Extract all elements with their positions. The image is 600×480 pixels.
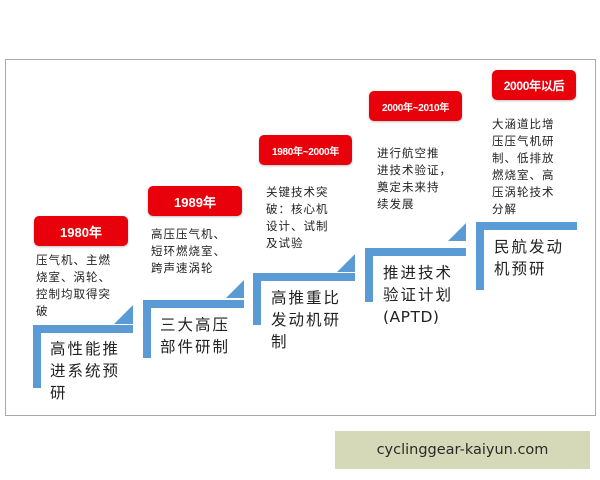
program-title-2: 三大高压 部件研制 xyxy=(160,316,231,356)
period-label: 2000年以后 xyxy=(503,78,565,93)
achievement-text-2: 高压压气机、 短环燃烧室、 跨声速涡轮 xyxy=(151,227,226,275)
program-title-3: 高推重比 发动机研 制 xyxy=(271,289,342,351)
stair-arrow-3 xyxy=(337,254,355,272)
period-badge-1980-2000: 1980年~2000年 xyxy=(259,135,352,165)
period-badge-2000-onward: 2000年以后 xyxy=(492,70,576,100)
stair-step-1-top xyxy=(33,325,133,333)
stair-step-3-top xyxy=(253,273,355,281)
watermark-banner: cyclinggear-kaiyun.com xyxy=(335,431,590,469)
program-title-4: 推进技术 验证计划 (APTD) xyxy=(383,264,454,326)
program-title-5: 民航发动 机预研 xyxy=(494,238,565,278)
period-label: 2000年~2010年 xyxy=(381,102,450,114)
period-label: 1980年 xyxy=(60,224,102,240)
achievement-text-1: 压气机、主燃 烧室、涡轮、 控制均取得突 破 xyxy=(36,253,111,318)
period-badge-1980: 1980年 xyxy=(34,216,128,246)
stair-step-5-top xyxy=(476,222,577,230)
period-label: 1980年~2000年 xyxy=(271,146,340,158)
achievement-text-4: 进行航空推 进技术验证， 奠定未来持 续发展 xyxy=(377,146,452,211)
stair-arrow-1 xyxy=(114,305,133,324)
stair-arrow-4 xyxy=(448,223,466,241)
stair-step-3-side xyxy=(253,273,261,325)
stair-arrow-2 xyxy=(226,280,244,298)
achievement-text-5: 大涵道比增 压压气机研 制、低排放 燃烧室、高 压涡轮技术 分解 xyxy=(492,117,555,216)
stair-step-5-side xyxy=(476,222,484,290)
program-title-1: 高性能推 进系统预 研 xyxy=(50,340,121,402)
achievement-text-3: 关键技术突 破：核心机 设计、试制 及试验 xyxy=(266,185,329,250)
stair-step-4-top xyxy=(365,248,466,256)
stair-step-2-top xyxy=(143,300,244,308)
period-badge-1989: 1989年 xyxy=(148,186,242,216)
period-label: 1989年 xyxy=(174,194,216,210)
stair-step-4-side xyxy=(365,248,373,302)
watermark-text: cyclinggear-kaiyun.com xyxy=(376,442,549,458)
stair-step-2-side xyxy=(143,300,151,358)
stair-step-1-side xyxy=(33,325,41,388)
period-badge-2000-2010: 2000年~2010年 xyxy=(369,91,462,121)
